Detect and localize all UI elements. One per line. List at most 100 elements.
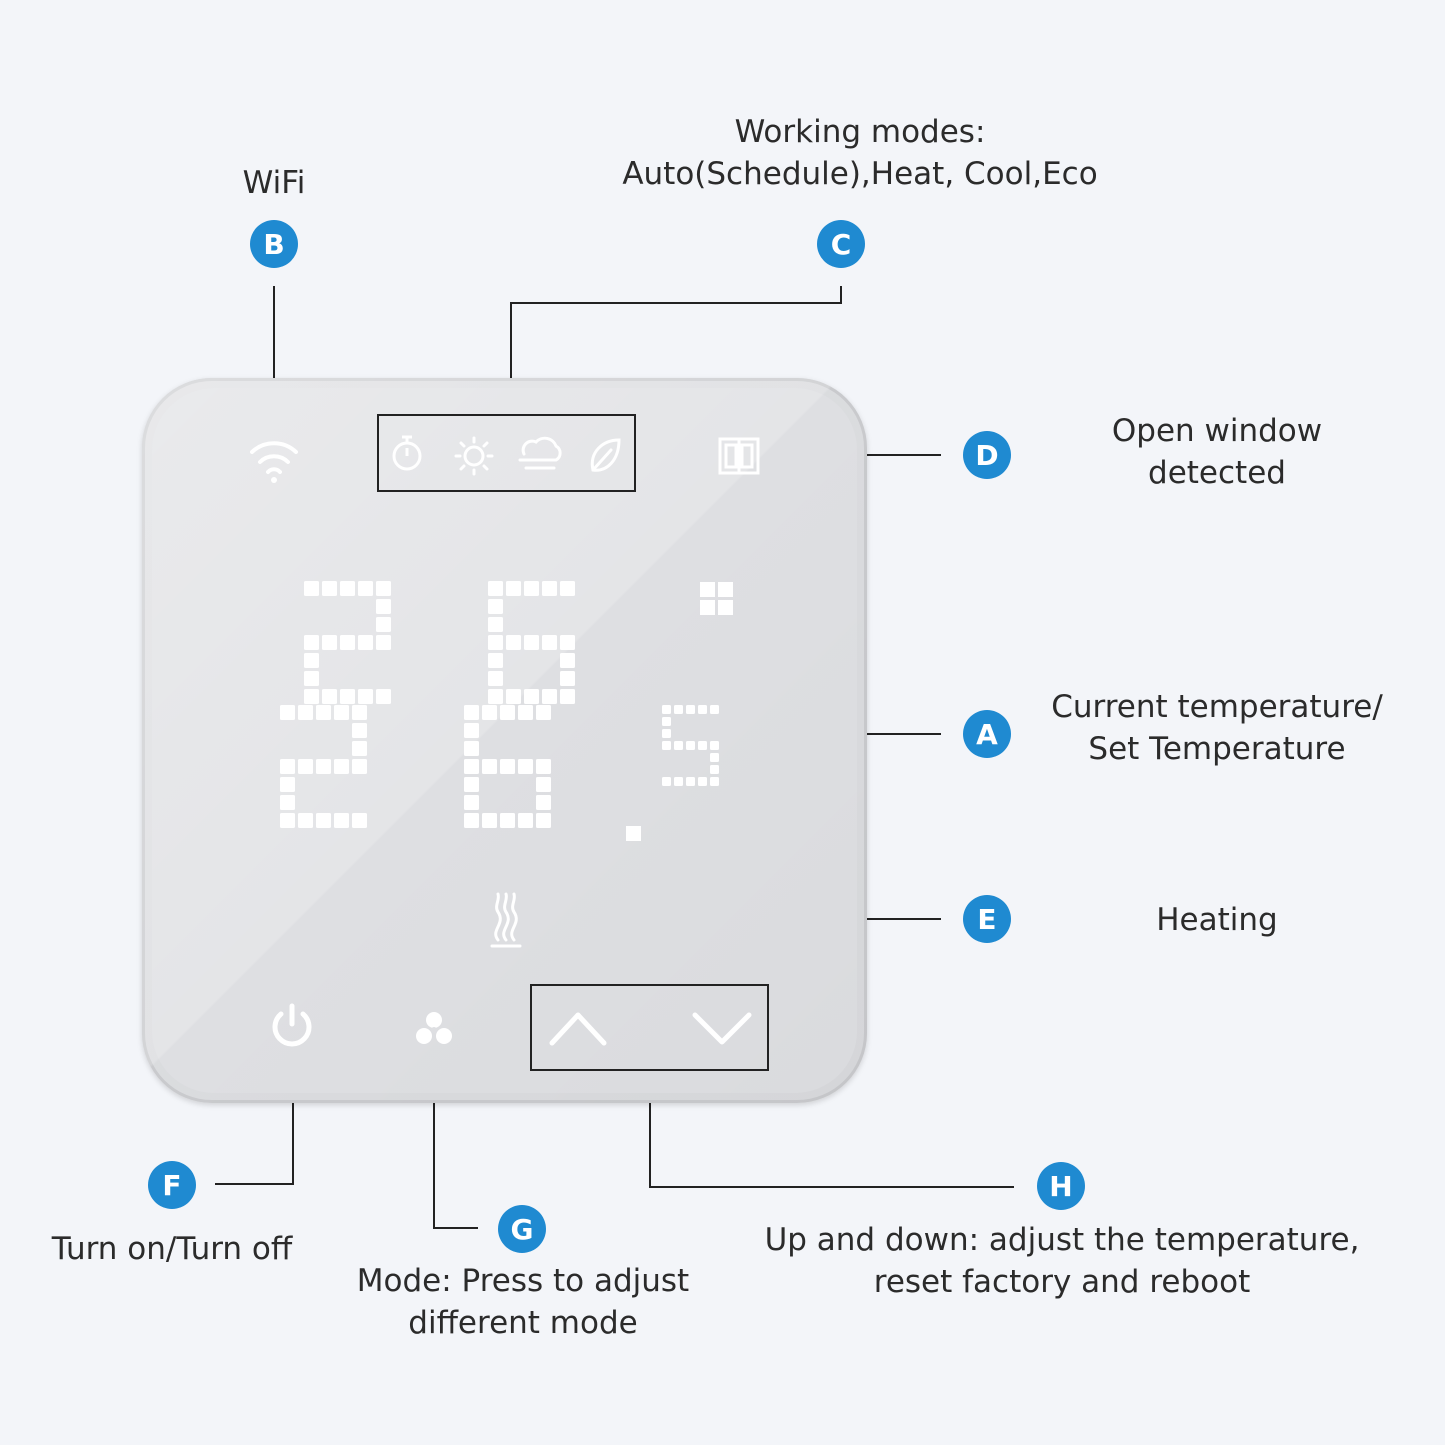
led-dot xyxy=(334,813,349,828)
led-dot xyxy=(376,617,391,632)
led-dot xyxy=(340,689,355,704)
led-dot xyxy=(316,813,331,828)
led-dot xyxy=(560,671,575,686)
mode-label-1: Mode: Press to adjust xyxy=(356,1263,690,1299)
led-dot xyxy=(316,705,331,720)
led-dot xyxy=(340,635,355,650)
led-dot xyxy=(500,759,515,774)
led-dot xyxy=(488,617,503,632)
led-dot xyxy=(322,689,337,704)
open-window-label-1: Open window xyxy=(1111,413,1323,449)
led-dot xyxy=(710,705,719,714)
led-dot xyxy=(482,813,497,828)
led-dot xyxy=(488,689,503,704)
led-dot xyxy=(280,759,295,774)
current-temp-digit-1 xyxy=(304,581,391,704)
current-temp-label-2: Set Temperature xyxy=(1088,731,1346,767)
led-dot xyxy=(506,689,521,704)
led-dot xyxy=(464,795,479,810)
led-dot xyxy=(464,705,479,720)
led-dot xyxy=(464,777,479,792)
led-dot xyxy=(662,705,671,714)
led-dot xyxy=(686,777,695,786)
led-dot xyxy=(464,759,479,774)
led-dot xyxy=(322,635,337,650)
led-dot xyxy=(298,813,313,828)
led-dot xyxy=(352,813,367,828)
badge-f: F xyxy=(148,1161,196,1209)
led-dot xyxy=(698,705,707,714)
sun-icon xyxy=(454,436,494,476)
led-dot xyxy=(304,635,319,650)
updown-label-1: Up and down: adjust the temperature, xyxy=(764,1222,1360,1258)
led-dot xyxy=(710,777,719,786)
led-dot xyxy=(488,581,503,596)
led-dot xyxy=(700,600,715,615)
temperature-display xyxy=(280,581,733,841)
badge-d: D xyxy=(963,431,1011,479)
thermostat-device xyxy=(142,378,867,1103)
badge-a: A xyxy=(963,710,1011,758)
led-dot xyxy=(334,759,349,774)
led-dot xyxy=(518,759,533,774)
current-temp-digit-2 xyxy=(488,581,575,704)
current-temp-label-1: Current temperature/ xyxy=(1051,689,1383,725)
led-dot xyxy=(686,705,695,714)
open-window-label-2: detected xyxy=(1148,455,1286,491)
set-temp-digit-2 xyxy=(464,705,551,828)
led-dot xyxy=(536,759,551,774)
led-dot xyxy=(464,741,479,756)
led-dot xyxy=(376,635,391,650)
badge-g: G xyxy=(498,1205,546,1253)
working-modes-label-1: Working modes: xyxy=(734,114,986,150)
fan-icon xyxy=(416,1012,452,1044)
led-dot xyxy=(358,689,373,704)
power-label: Turn on/Turn off xyxy=(51,1231,293,1267)
leaf-icon xyxy=(590,438,621,472)
led-dot xyxy=(280,705,295,720)
led-dot xyxy=(482,705,497,720)
led-dot xyxy=(718,600,733,615)
wifi-label: WiFi xyxy=(242,165,306,201)
led-dot xyxy=(316,759,331,774)
heat-waves-icon xyxy=(490,892,522,948)
led-dot xyxy=(358,581,373,596)
updown-label-2: reset factory and reboot xyxy=(873,1264,1251,1300)
led-dot xyxy=(304,581,319,596)
led-dot xyxy=(518,705,533,720)
led-dot xyxy=(524,581,539,596)
led-dot xyxy=(542,635,557,650)
led-dot xyxy=(500,813,515,828)
updown-box xyxy=(530,984,769,1071)
mode-label-2: different mode xyxy=(408,1305,638,1341)
led-dot xyxy=(542,581,557,596)
glass-glare xyxy=(142,378,867,1103)
led-dot xyxy=(686,741,695,750)
led-dot xyxy=(298,705,313,720)
led-dot xyxy=(662,717,671,726)
led-dot xyxy=(298,759,313,774)
led-dot xyxy=(376,689,391,704)
led-dot xyxy=(698,741,707,750)
led-dot xyxy=(358,635,373,650)
set-temp-digit-1 xyxy=(280,705,367,828)
led-dot xyxy=(536,813,551,828)
chevron-up-icon xyxy=(549,1012,607,1046)
led-dot xyxy=(674,777,683,786)
led-dot xyxy=(700,582,715,597)
led-dot xyxy=(352,723,367,738)
led-dot xyxy=(506,635,521,650)
cloud-wind-icon xyxy=(518,436,562,470)
led-dot xyxy=(536,705,551,720)
timer-icon xyxy=(392,435,422,471)
led-dot xyxy=(376,599,391,614)
led-dot xyxy=(280,777,295,792)
power-icon xyxy=(272,1003,312,1047)
led-dot xyxy=(304,689,319,704)
led-dot xyxy=(524,635,539,650)
led-dot xyxy=(506,581,521,596)
badge-c: C xyxy=(817,220,865,268)
led-dot xyxy=(322,581,337,596)
led-dot xyxy=(518,813,533,828)
led-dot xyxy=(662,777,671,786)
